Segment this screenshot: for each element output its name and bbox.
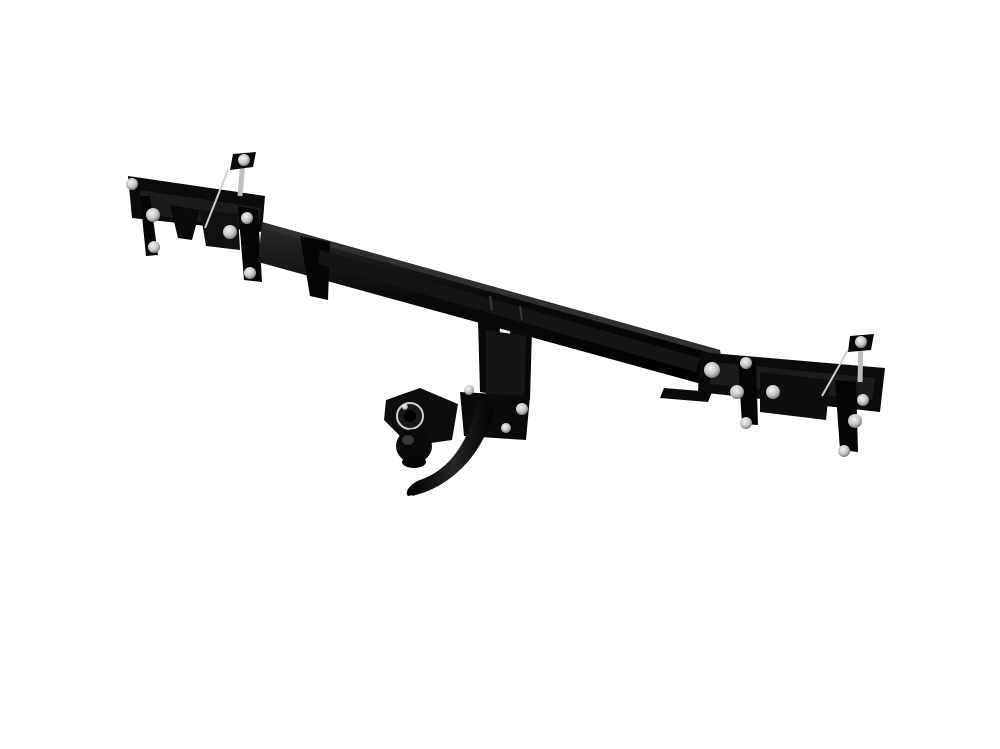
bolt-head	[704, 362, 720, 378]
bolt-head	[855, 336, 867, 348]
bolt-head	[464, 385, 474, 395]
bolt-head	[126, 178, 138, 190]
bolt-head	[766, 385, 780, 399]
bolt-head	[501, 423, 511, 433]
bolt-head	[146, 208, 160, 222]
left-mounting-bracket	[128, 152, 265, 282]
bolt-head	[730, 385, 744, 399]
bolt-head	[740, 417, 752, 429]
hitch-bolts	[402, 385, 528, 433]
right-bracket-bolts	[704, 336, 869, 457]
bolt-head	[516, 403, 528, 415]
bolt-head	[241, 212, 253, 224]
bolt-head	[848, 414, 862, 428]
bolt-head	[244, 267, 256, 279]
bolt-head	[238, 154, 250, 166]
hitch-neck-assembly	[384, 320, 532, 496]
cross-beam	[258, 222, 721, 388]
right-mounting-bracket	[660, 334, 885, 452]
bolt-head	[402, 404, 408, 410]
bolt-head	[740, 357, 752, 369]
bolt-head	[857, 394, 869, 406]
bolt-head	[148, 241, 160, 253]
bolt-head	[838, 445, 850, 457]
bolt-head	[223, 225, 237, 239]
